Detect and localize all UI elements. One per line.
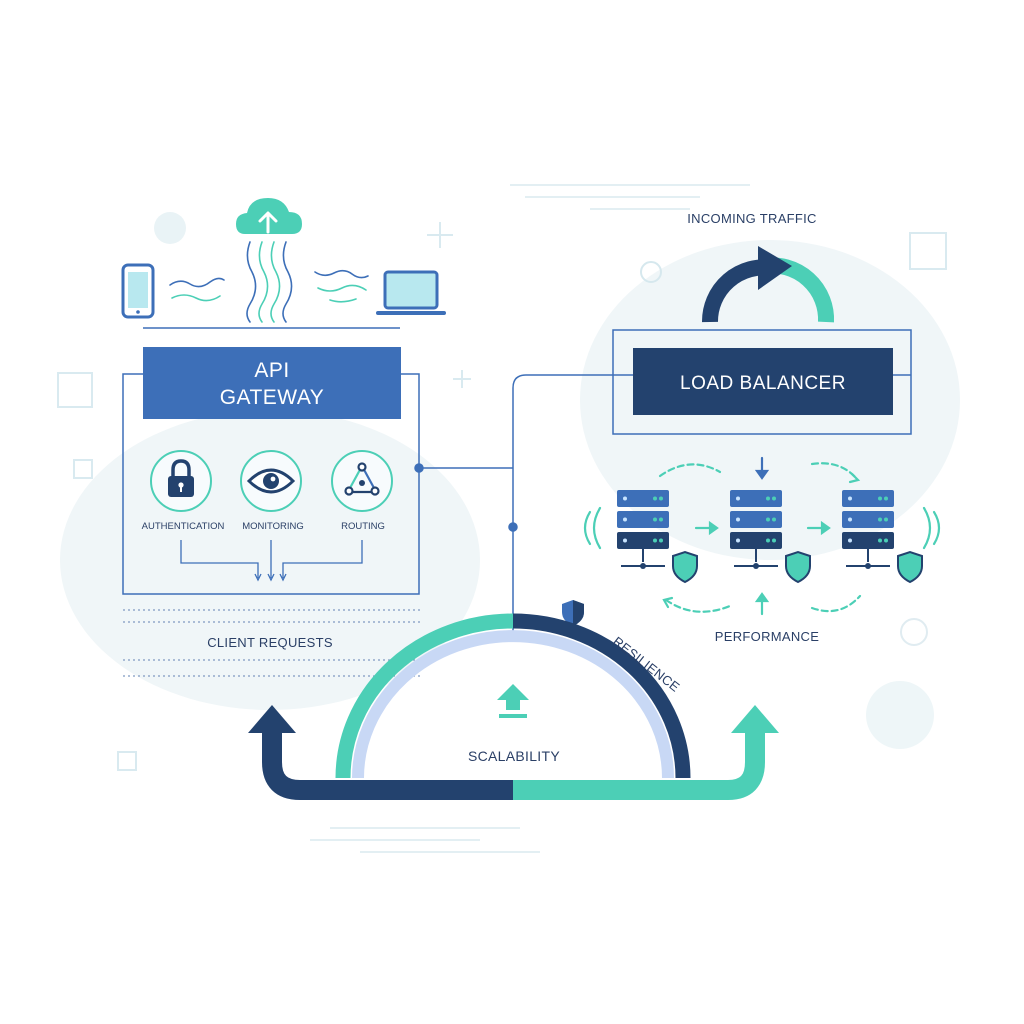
gateway-to-lb-connector: [414, 374, 633, 638]
monitoring-feature: MONITORING: [240, 450, 304, 532]
incoming-traffic-arrow: [701, 246, 835, 323]
signal-waves: [169, 241, 369, 323]
server-2: [730, 490, 811, 584]
api-gateway-header: [143, 347, 401, 419]
eye-icon: [246, 468, 296, 494]
gateway-title-line2: GATEWAY: [220, 386, 325, 409]
shield-icon: [562, 600, 584, 626]
client-requests-label: CLIENT REQUESTS: [207, 635, 333, 650]
server-cluster: [583, 456, 941, 616]
scalability-label: SCALABILITY: [468, 748, 560, 764]
phone-icon: [121, 263, 155, 319]
server-flow-arrows: [583, 456, 941, 616]
monitoring-label: MONITORING: [242, 521, 304, 532]
routing-icon: [344, 462, 380, 496]
server-1: [617, 490, 698, 584]
scalability-arch: [248, 613, 779, 800]
routing-feature: ROUTING: [331, 450, 393, 532]
lock-icon: [168, 459, 194, 497]
incoming-traffic-label: INCOMING TRAFFIC: [687, 211, 817, 226]
server-3: [842, 490, 923, 584]
authentication-label: AUTHENTICATION: [142, 521, 225, 532]
load-balancer-title: LOAD BALANCER: [680, 373, 846, 394]
laptop-icon: [376, 270, 446, 315]
gateway-title-line1: API: [254, 359, 289, 382]
authentication-feature: AUTHENTICATION: [142, 450, 225, 532]
routing-label: ROUTING: [341, 521, 385, 532]
load-balancer-header: [633, 348, 893, 415]
scale-up-arrow-icon: [497, 684, 529, 718]
cloud-upload-icon: [236, 198, 302, 234]
merge-connectors: [180, 540, 363, 582]
api-gateway-panel: API GATEWAY AUTHENTICATION MONITORING: [122, 327, 420, 595]
load-balancer-panel: LOAD BALANCER: [612, 329, 912, 435]
performance-label: PERFORMANCE: [715, 629, 819, 644]
